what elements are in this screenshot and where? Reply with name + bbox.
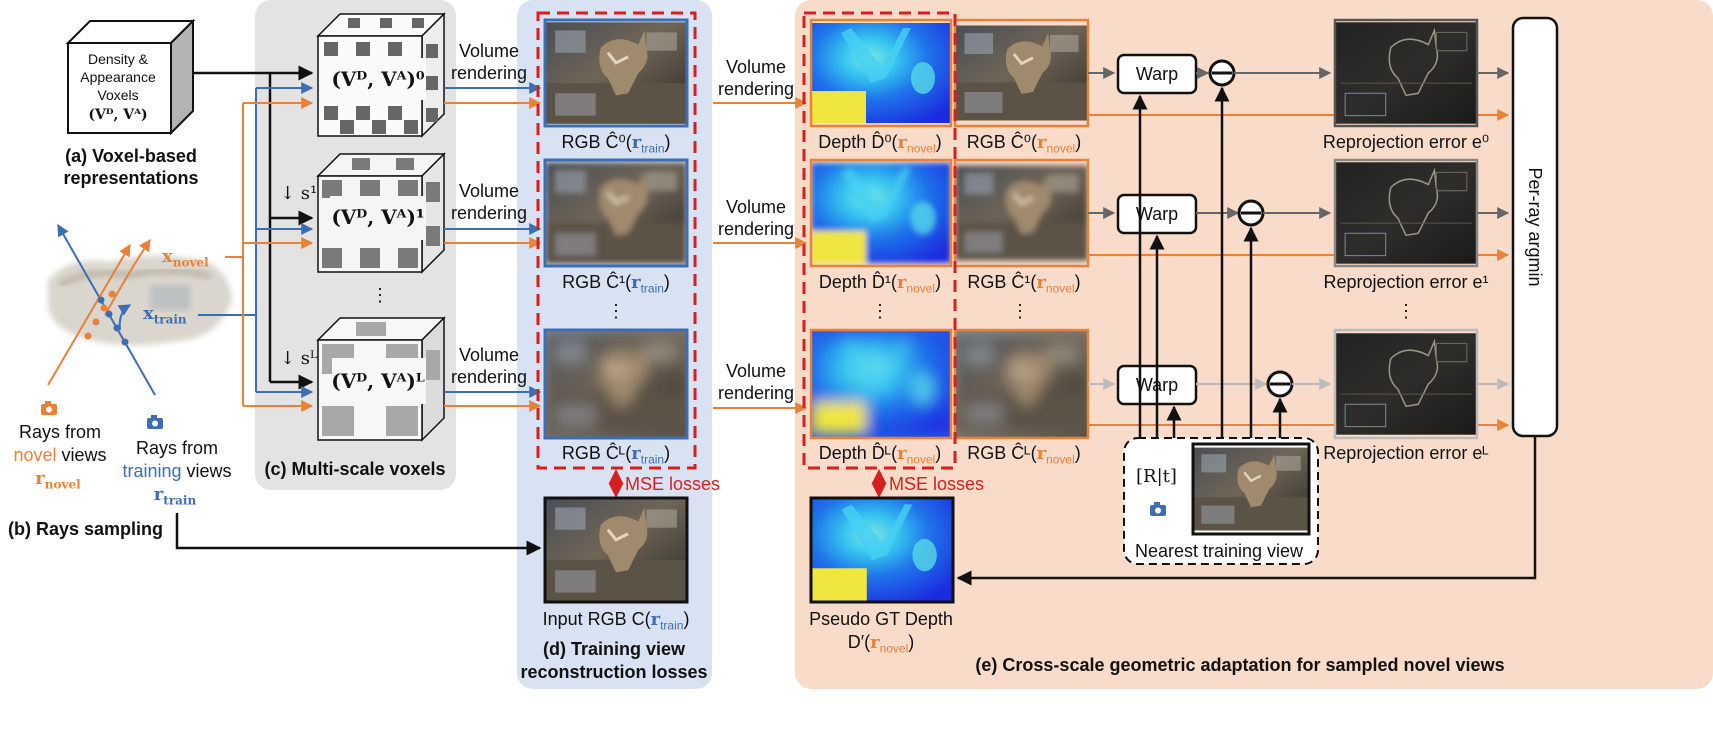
- rendered-rgb-train-0: [543, 18, 689, 128]
- panel-b-caption: (b) Rays sampling: [8, 519, 164, 539]
- depth-novel-1-label: Depth D̂¹(rnovel): [818, 272, 942, 296]
- novel-ray: [47, 243, 131, 386]
- warp-label-0: Warp: [1135, 64, 1179, 84]
- panel-a-caption-line1: (a) Voxel-based: [65, 146, 197, 166]
- panel-c-caption: (c) Multi-scale voxels: [264, 459, 446, 479]
- rgb-novel-L-label: RGB Ĉᴸ(rnovel): [967, 443, 1081, 467]
- camera-pose-label: [R|t]: [1136, 466, 1177, 487]
- voxel-box-label-line3: Voxels: [97, 87, 139, 103]
- pseudo-gt-depth-line1: Pseudo GT Depth: [809, 609, 953, 629]
- voxel-dots: ⋮: [371, 285, 389, 305]
- downsample-L-label: ↓ sᴸ: [280, 348, 318, 369]
- rgb-train-L-label: RGB Ĉᴸ(rtrain): [561, 443, 671, 467]
- volume-rendering-0-line2: rendering: [450, 63, 528, 83]
- voxel-box-label-line2: Appearance: [80, 69, 156, 85]
- depth-novel-0-label: Depth D̂⁰(rnovel): [818, 132, 942, 156]
- rgb-novel-1: [953, 158, 1090, 268]
- volume-rendering-novel-1-line2: rendering: [717, 219, 795, 239]
- voxel-grid-scale-0: [316, 12, 446, 138]
- train-rays-line1: Rays from: [135, 438, 219, 458]
- r-train-label: rtrain: [153, 484, 197, 508]
- mse-losses-depth-label: MSE losses: [889, 474, 985, 494]
- voxel-grid-scale-L: [316, 316, 446, 442]
- voxel-scale-0-label: (Vᴰ, Vᴬ)⁰: [331, 67, 425, 91]
- pseudo-gt-depth-map: [809, 496, 955, 604]
- rgb-novel-0: [953, 18, 1090, 128]
- camera-icon: [1150, 502, 1166, 516]
- reprojection-error-1-label: Reprojection error e¹: [1323, 272, 1489, 292]
- volume-rendering-L-line2: rendering: [450, 367, 528, 387]
- rendered-rgb-train-1: [543, 158, 689, 268]
- rendered-rgb-train-L: [543, 328, 689, 440]
- voxel-grid-scale-1: [316, 152, 446, 274]
- reprojection-error-0-label: Reprojection error e⁰: [1322, 132, 1490, 152]
- train-dots: ⋮: [607, 301, 625, 321]
- rgb-train-1-label: RGB Ĉ¹(rtrain): [562, 272, 670, 296]
- volume-rendering-1-line2: rendering: [450, 203, 528, 223]
- depth-novel-1: [809, 158, 953, 268]
- panel-d-caption-line1: (d) Training view: [542, 639, 686, 659]
- warp-label-L: Warp: [1135, 375, 1179, 395]
- minus-circle-icon: [1237, 199, 1265, 227]
- rgb-novel-0-label: RGB Ĉ⁰(rnovel): [966, 132, 1082, 156]
- train-rays-line2: training views: [122, 461, 232, 481]
- cube-icon: [65, 18, 196, 136]
- reprojection-error-L: [1333, 328, 1479, 440]
- error-dots: ⋮: [1397, 301, 1415, 321]
- rgb-novel-1-label: RGB Ĉ¹(rnovel): [967, 272, 1081, 296]
- per-ray-argmin-label: Per-ray argmin: [1525, 167, 1545, 287]
- depth-novel-0: [809, 18, 953, 128]
- voxel-box-label-line1: Density &: [88, 51, 148, 67]
- panel-a-caption-line2: representations: [63, 168, 199, 188]
- nearest-training-view-image: [1191, 442, 1311, 536]
- depth-dots: ⋮: [871, 301, 889, 321]
- x-novel-label: xnovel: [162, 246, 209, 270]
- novel-rays-line1: Rays from: [18, 422, 102, 442]
- warp-label-1: Warp: [1135, 204, 1179, 224]
- voxel-scale-1-label: (Vᴰ, Vᴬ)¹: [331, 205, 425, 229]
- input-rgb-label: Input RGB C(rtrain): [542, 609, 690, 633]
- voxel-box-math: (Vᴰ, Vᴬ): [88, 107, 148, 123]
- downsample-1-label: ↓ s¹: [280, 183, 318, 204]
- ray-sampling-scene: [41, 223, 243, 429]
- volume-rendering-novel-L-line1: Volume: [725, 361, 787, 381]
- panel-d-caption-line2: reconstruction losses: [520, 662, 708, 682]
- depth-novel-L-label: Depth D̂ᴸ(rnovel): [818, 443, 942, 467]
- volume-rendering-novel-0-line2: rendering: [717, 79, 795, 99]
- panel-e-caption: (e) Cross-scale geometric adaptation for…: [975, 655, 1505, 675]
- rgb-novel-dots: ⋮: [1011, 301, 1029, 321]
- volume-rendering-0-line1: Volume: [458, 41, 520, 61]
- minus-circle-icon: [1208, 59, 1236, 87]
- minus-circle-icon: [1266, 370, 1294, 398]
- rgb-novel-L: [953, 328, 1090, 440]
- r-novel-label: rnovel: [35, 468, 81, 492]
- mse-losses-train-label: MSE losses: [625, 474, 721, 494]
- voxel-scale-L-label: (Vᴰ, Vᴬ)ᴸ: [331, 369, 425, 393]
- reprojection-error-L-label: Reprojection error eᴸ: [1323, 443, 1489, 463]
- input-rgb-train: [543, 496, 689, 604]
- reprojection-error-1: [1333, 158, 1479, 268]
- pseudo-gt-depth-line2: D′(rnovel): [847, 632, 915, 656]
- novel-rays-line2: novel views: [13, 445, 107, 465]
- depth-novel-L: [809, 328, 953, 440]
- volume-rendering-1-line1: Volume: [458, 181, 520, 201]
- volume-rendering-novel-0-line1: Volume: [725, 57, 787, 77]
- reprojection-error-0: [1333, 18, 1479, 128]
- volume-rendering-L-line1: Volume: [458, 345, 520, 365]
- volume-rendering-novel-1-line1: Volume: [725, 197, 787, 217]
- nearest-training-view-label: Nearest training view: [1134, 541, 1304, 561]
- camera-icon: [147, 415, 163, 429]
- volume-rendering-novel-L-line2: rendering: [717, 383, 795, 403]
- rgb-train-0-label: RGB Ĉ⁰(rtrain): [561, 132, 671, 156]
- x-train-label: xtrain: [143, 303, 187, 327]
- camera-icon: [41, 401, 57, 415]
- train-render-dashed-box: [536, 11, 697, 470]
